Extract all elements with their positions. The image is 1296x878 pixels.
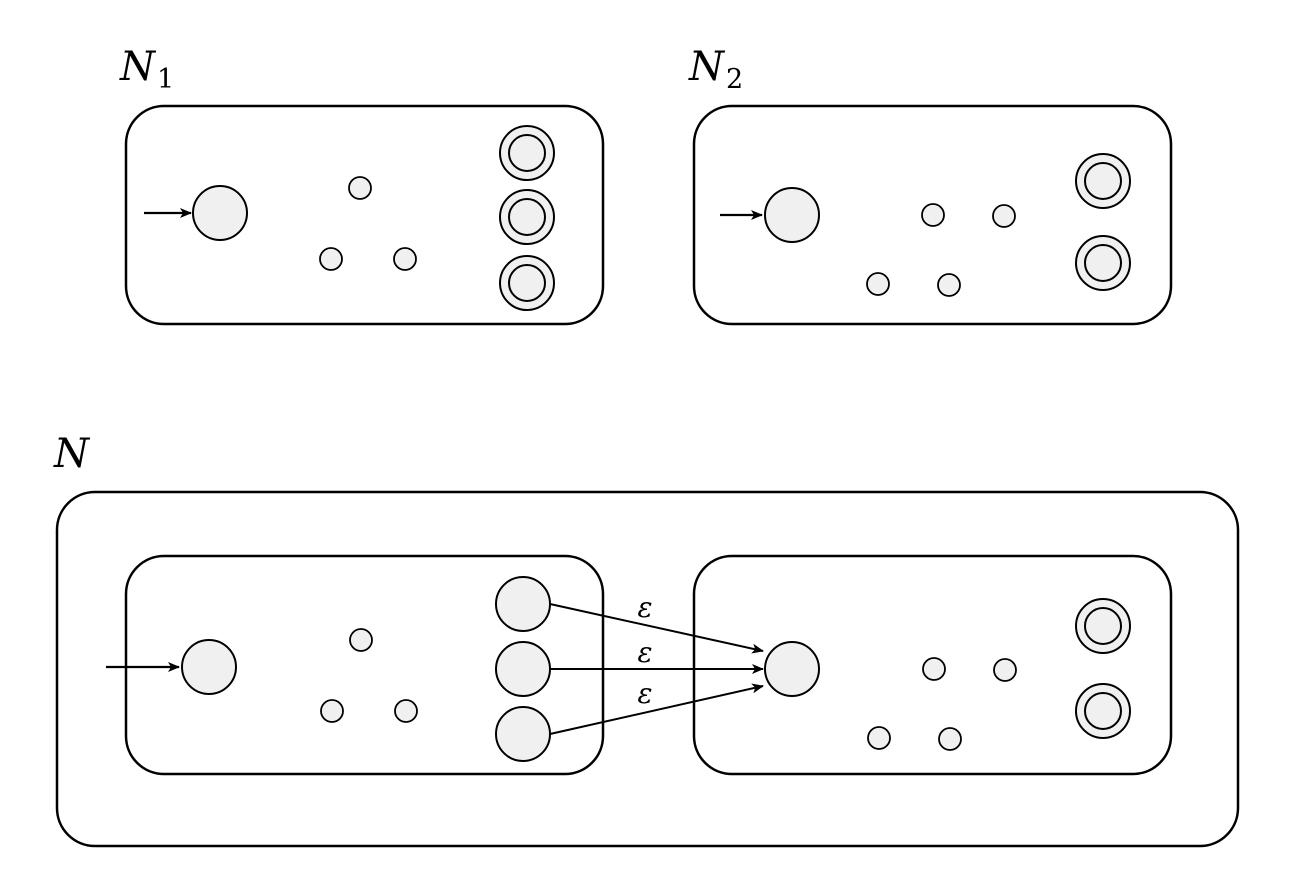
n1-accept-state xyxy=(499,125,555,181)
n-former-accept-state xyxy=(495,576,551,632)
n2-state xyxy=(921,203,945,227)
n2-start-state xyxy=(764,187,820,243)
n2-accept-state xyxy=(1075,153,1131,209)
nfa-n: N ε ε ε xyxy=(53,431,1240,848)
epsilon-transition-arrow xyxy=(549,603,764,654)
epsilon-label: ε xyxy=(637,591,652,624)
n-left-state xyxy=(349,628,373,652)
n2-state xyxy=(866,272,890,296)
n1-accept-state xyxy=(499,189,555,245)
n-right-state xyxy=(938,727,962,751)
n2-accept-state xyxy=(1075,235,1131,291)
n2-box xyxy=(692,104,1173,326)
nfa-n2: N2 xyxy=(688,44,1173,326)
n2-state xyxy=(992,204,1016,228)
n-left-box xyxy=(124,554,605,776)
n1-box xyxy=(124,104,605,326)
n-accept-state xyxy=(1075,683,1131,739)
n-former-accept-state xyxy=(495,706,551,762)
n-left-state xyxy=(394,699,418,723)
n1-state xyxy=(393,247,417,271)
n-outer-box xyxy=(55,490,1240,848)
n-left-state xyxy=(320,699,344,723)
n-right-state xyxy=(867,726,891,750)
n1-state xyxy=(348,176,372,200)
n1-state xyxy=(319,247,343,271)
epsilon-label: ε xyxy=(637,636,652,669)
n-start-state xyxy=(181,639,237,695)
n1-label: N1 xyxy=(119,44,174,95)
n1-start-state xyxy=(192,185,248,241)
n-right-box xyxy=(692,554,1173,776)
n2-label: N2 xyxy=(688,44,743,95)
n-label: N xyxy=(53,431,91,477)
nfa-n1: N1 xyxy=(119,44,605,326)
n-right-entry-state xyxy=(764,641,820,697)
epsilon-transition-arrow xyxy=(549,683,764,735)
n2-state xyxy=(937,273,961,297)
n1-accept-state xyxy=(499,255,555,311)
n-right-state xyxy=(993,658,1017,682)
n-accept-state xyxy=(1075,598,1131,654)
n-former-accept-state xyxy=(495,641,551,697)
n-right-state xyxy=(922,657,946,681)
epsilon-label: ε xyxy=(637,677,652,710)
